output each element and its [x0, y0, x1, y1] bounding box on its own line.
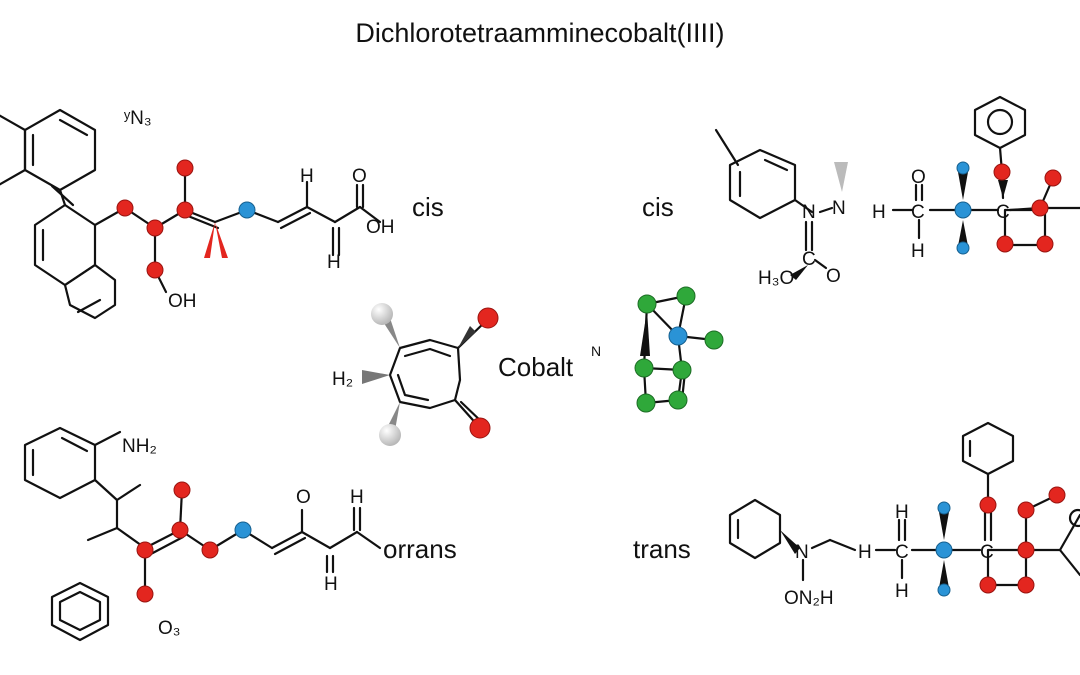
label-n: N	[802, 202, 816, 223]
label-c-ester: C	[802, 249, 816, 270]
label-c-ring: C	[996, 202, 1010, 223]
label-h-low4: H	[895, 502, 909, 523]
nitrogen-atom	[954, 201, 972, 219]
stereo-wedge	[204, 222, 215, 258]
label-h3o: H₃O	[758, 268, 794, 289]
carbon-atom	[676, 286, 696, 306]
label-trans: trans	[633, 534, 691, 564]
label-o3: O₃	[158, 618, 181, 639]
label-cis-right: cis	[642, 192, 674, 222]
label-h: H	[300, 166, 314, 187]
nitrogen-atom	[238, 201, 256, 219]
label-h-low2: H	[858, 542, 872, 563]
nitrogen-atom	[935, 541, 953, 559]
label-h-low3: H	[895, 581, 909, 602]
label-oh: OH	[168, 291, 197, 312]
label-h-mid: H	[350, 487, 364, 508]
label-o: O	[352, 166, 367, 187]
oxygen-atom	[477, 307, 499, 329]
label-c: C	[911, 202, 925, 223]
label-on2h: ON₂H	[784, 588, 834, 609]
carbon-atom	[634, 358, 654, 378]
nitrogen-atom	[668, 326, 688, 346]
bottom-left-molecule	[23, 426, 382, 642]
oxygen-atom	[116, 199, 134, 217]
bottom-right-molecule	[728, 421, 1080, 597]
oxygen-atom	[201, 541, 219, 559]
oxygen-atom	[996, 235, 1014, 253]
oxygen-atom	[146, 219, 164, 237]
label-o-aldehyde: O	[911, 167, 926, 188]
label-o-mid: O	[296, 487, 311, 508]
ring-d	[63, 263, 117, 320]
label-n-low: N	[795, 542, 809, 563]
label-cobalt-sup: N	[591, 343, 601, 359]
label-n3: ʸN₃	[123, 108, 152, 129]
oxygen-atom	[171, 521, 189, 539]
oxygen-atom	[1036, 235, 1054, 253]
label-nh2: NH₂	[122, 436, 157, 457]
hydrogen-atom	[371, 303, 393, 325]
nitrogen-atom	[234, 521, 252, 539]
label-h-aldehyde: H	[911, 241, 925, 262]
oxygen-atom	[469, 417, 491, 439]
oxygen-atom	[993, 163, 1011, 181]
label-n-arrow: N	[832, 198, 846, 219]
hydrogen-atom	[379, 424, 401, 446]
center-molecule	[362, 303, 499, 446]
oxygen-atom	[979, 576, 997, 594]
oxygen-atom	[1017, 541, 1035, 559]
oxygen-atom	[1048, 486, 1066, 504]
label-h-low: H	[324, 574, 338, 595]
ring-b	[0, 114, 27, 186]
diagram-title: Dichlorotetraamminecobalt(IIII)	[355, 18, 725, 48]
top-left-molecule	[0, 108, 382, 320]
oxygen-atom	[136, 541, 154, 559]
oxygen-atom	[1031, 199, 1049, 217]
oxygen-atom	[1017, 576, 1035, 594]
label-oh-acid: OH	[366, 217, 395, 238]
carbon-atom	[704, 330, 724, 350]
carbon-atom	[636, 393, 656, 413]
carbon-atom	[672, 360, 692, 380]
oxygen-atom	[173, 481, 191, 499]
oxygen-atom	[146, 261, 164, 279]
label-orrans: orrans	[383, 534, 457, 564]
label-h2: H₂	[332, 369, 353, 390]
label-h-link: H	[872, 202, 886, 223]
carbon-atom	[668, 390, 688, 410]
oxygen-atom	[176, 159, 194, 177]
label-c-low2: C	[980, 542, 994, 563]
ring-a	[23, 108, 97, 192]
carbon-atom	[637, 294, 657, 314]
green-cluster	[634, 286, 724, 413]
oxygen-atom	[176, 201, 194, 219]
oxygen-atom	[1044, 169, 1062, 187]
top-right-molecule	[714, 95, 1080, 280]
label-o-ester: O	[826, 266, 841, 287]
label-h-lower: H	[327, 252, 341, 273]
label-cobalt: Cobalt	[498, 352, 574, 382]
oxygen-atom	[979, 496, 997, 514]
label-c-low: C	[895, 542, 909, 563]
oxygen-atom	[136, 585, 154, 603]
label-cis-left: cis	[412, 192, 444, 222]
oxygen-atom	[1017, 501, 1035, 519]
